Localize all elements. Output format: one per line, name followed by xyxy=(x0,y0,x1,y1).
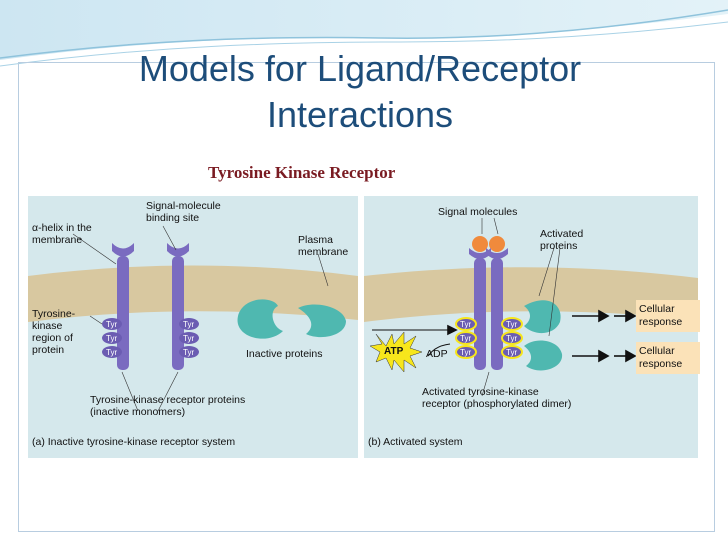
inactive-proteins-label: Inactive proteins xyxy=(246,348,323,360)
tyr-label: Tyr xyxy=(106,320,118,329)
title-line-1: Models for Ligand/Receptor xyxy=(138,48,582,89)
tyr-label: Tyr xyxy=(183,320,195,329)
figure-title: Tyrosine Kinase Receptor xyxy=(208,163,396,182)
activated-receptor-label: Activated tyrosine-kinase receptor (phos… xyxy=(422,386,572,410)
panel-a-caption: (a) Inactive tyrosine-kinase receptor sy… xyxy=(32,436,236,448)
inactive-protein-shapes xyxy=(237,299,346,339)
cellular-response-box-1: Cellular response xyxy=(636,300,700,332)
atp-label: ATP xyxy=(384,346,404,357)
tyr-coils-a xyxy=(102,318,199,358)
panel-b-activated-system: Signal molecules Activated proteins Tyr … xyxy=(364,196,700,458)
tyr-label: Tyr xyxy=(106,334,118,343)
tyr-label: Tyr xyxy=(183,334,195,343)
header-wave-decoration xyxy=(0,0,728,67)
binding-site-label: Signal-molecule binding site xyxy=(146,200,221,224)
kinase-region-label: Tyrosine-kinase region of protein xyxy=(32,308,76,356)
tyr-label: Tyr xyxy=(506,334,518,343)
signal-molecules xyxy=(472,236,505,252)
tyr-label: Tyr xyxy=(106,348,118,357)
cellular-response-box-2: Cellular response xyxy=(636,342,700,374)
tyr-label: Tyr xyxy=(506,320,518,329)
tyr-label: Tyr xyxy=(183,348,195,357)
adp-label: ADP xyxy=(426,348,448,360)
panel-b-caption: (b) Activated system xyxy=(368,436,463,448)
plasma-membrane-label: Plasma membrane xyxy=(298,234,349,258)
tyr-label: Tyr xyxy=(460,334,472,343)
panel-a-inactive-system: α-helix in the membrane Signal-molecule … xyxy=(28,196,358,458)
panel-b-illustration xyxy=(364,217,698,397)
tyr-label: Tyr xyxy=(506,348,518,357)
title-line-2: Interactions xyxy=(266,94,454,135)
receptor-proteins-label: Tyrosine-kinase receptor proteins (inact… xyxy=(90,394,246,418)
atp-starburst xyxy=(369,331,423,373)
slide-title: Models for Ligand/Receptor Interactions xyxy=(60,46,660,138)
slide-frame xyxy=(18,62,715,532)
tyr-label: Tyr xyxy=(460,320,472,329)
response-arrows xyxy=(372,309,637,363)
signal-molecules-label: Signal molecules xyxy=(438,206,518,218)
panel-a-illustration xyxy=(28,225,358,412)
activated-protein-shapes xyxy=(524,300,563,371)
tyr-label: Tyr xyxy=(460,348,472,357)
receptor-dimer xyxy=(469,248,508,370)
phosphorylated-tyr-coils xyxy=(455,317,523,359)
activated-proteins-label: Activated proteins xyxy=(540,228,584,252)
alpha-helix-label: α-helix in the membrane xyxy=(32,222,92,246)
